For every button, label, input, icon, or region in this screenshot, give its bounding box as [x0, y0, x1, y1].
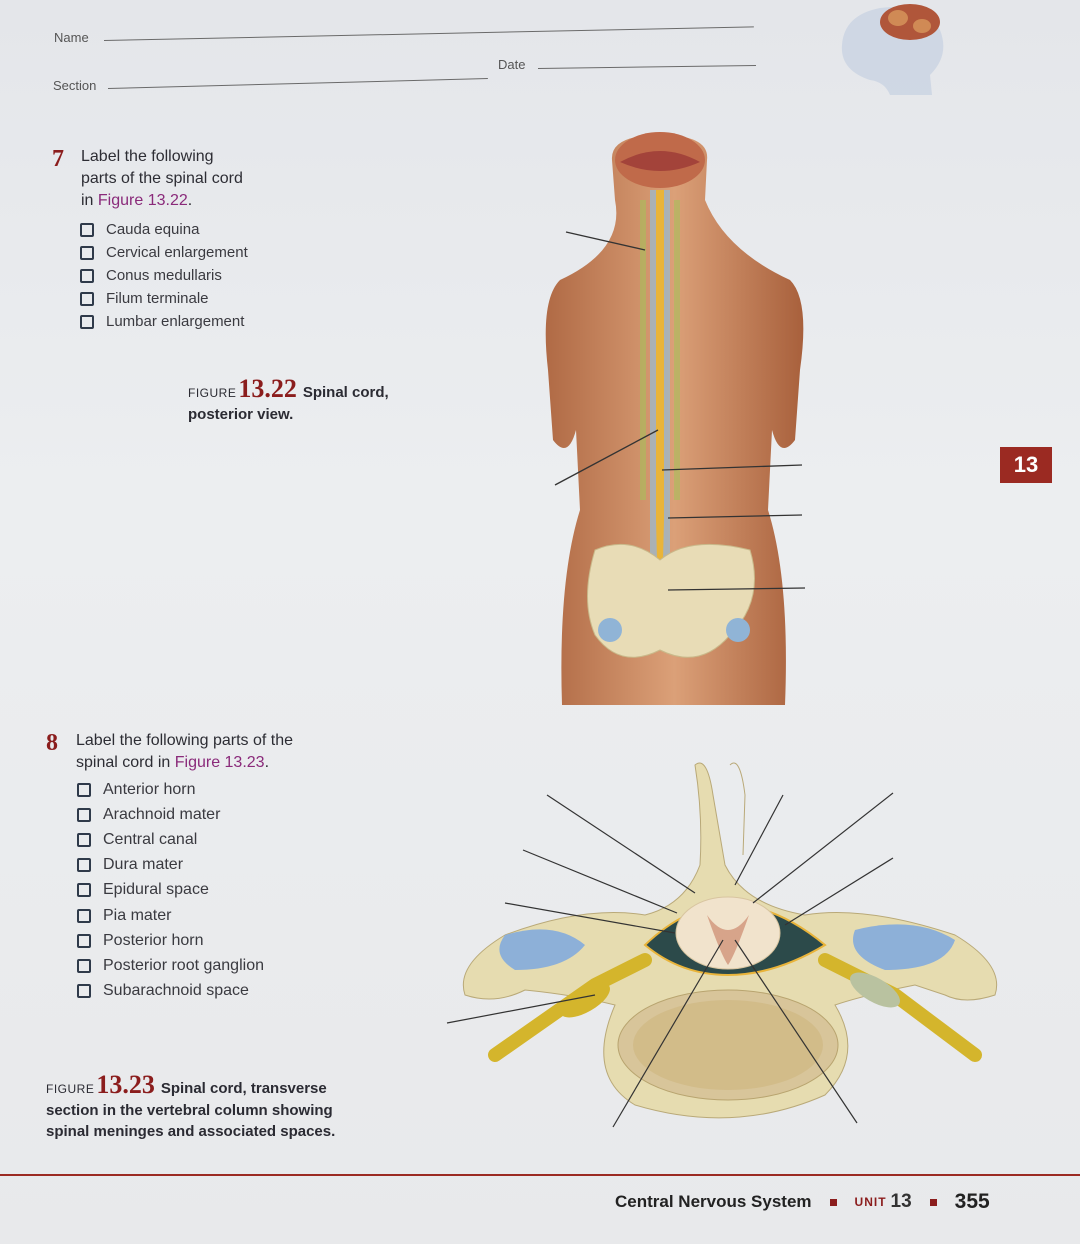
list-item[interactable]: Epidural space — [77, 878, 264, 903]
separator-square-icon — [929, 1198, 937, 1206]
head-brain-icon — [841, 4, 944, 95]
checkbox[interactable] — [80, 222, 94, 237]
page-footer: Central Nervous System UNIT 13 355 — [615, 1190, 990, 1214]
list-item[interactable]: Pia mater — [77, 903, 264, 928]
list-item[interactable]: Subarachnoid space — [77, 979, 264, 1004]
checkbox[interactable] — [77, 933, 91, 948]
footer-rule — [0, 1174, 1080, 1176]
list-item[interactable]: Arachnoid mater — [77, 802, 264, 827]
question-8-number: 8 — [46, 730, 58, 756]
list-item[interactable]: Posterior horn — [77, 928, 264, 953]
question-8-prompt-text: Label the following parts of the spinal … — [76, 732, 294, 771]
question-7-prompt: Label the following parts of the spinal … — [81, 148, 243, 209]
checkbox[interactable] — [80, 291, 94, 306]
question-7-prompt-text: Label the following parts of the spinal … — [81, 148, 243, 209]
list-item[interactable]: Posterior root ganglion — [77, 953, 264, 978]
question-7-number: 7 — [52, 146, 64, 172]
section-line[interactable] — [107, 78, 488, 89]
figure-13-22-reference: Figure 13.22 — [97, 192, 188, 209]
checkbox[interactable] — [77, 858, 91, 873]
question-8-checklist: Anterior horn Arachnoid mater Central ca… — [77, 777, 264, 1004]
question-8-prompt: Label the following parts of the spinal … — [76, 732, 294, 771]
checkbox[interactable] — [77, 908, 91, 923]
date-label: Date — [498, 57, 526, 72]
list-item[interactable]: Dura mater — [77, 853, 264, 878]
date-line[interactable] — [537, 64, 756, 69]
list-item[interactable]: Lumbar enlargement — [80, 310, 248, 333]
checkbox[interactable] — [80, 314, 94, 329]
checkbox[interactable] — [77, 958, 91, 973]
checkbox[interactable] — [77, 807, 91, 822]
checkbox[interactable] — [77, 782, 91, 797]
list-item[interactable]: Cauda equina — [80, 218, 248, 241]
checkbox[interactable] — [77, 832, 91, 847]
checkbox[interactable] — [77, 883, 91, 898]
figure-13-23-illustration — [446, 762, 998, 1128]
checkbox[interactable] — [77, 984, 91, 999]
chapter-title: Central Nervous System — [615, 1192, 812, 1211]
figure-13-22-illustration — [545, 132, 806, 705]
figure-13-23-reference: Figure 13.23 — [174, 754, 265, 771]
checkbox[interactable] — [80, 245, 94, 260]
name-line[interactable] — [103, 26, 754, 41]
list-item[interactable]: Filum terminale — [80, 287, 248, 310]
checkbox[interactable] — [80, 268, 94, 283]
unit-tab: 13 — [1000, 447, 1052, 483]
list-item[interactable]: Cervical enlargement — [80, 241, 248, 264]
question-7-checklist: Cauda equina Cervical enlargement Conus … — [80, 218, 248, 333]
list-item[interactable]: Anterior horn — [77, 777, 264, 802]
unit-number: 13 — [890, 1191, 912, 1212]
unit-label: UNIT — [854, 1195, 887, 1209]
name-label: Name — [54, 30, 89, 45]
list-item[interactable]: Central canal — [77, 827, 264, 852]
page-number: 355 — [954, 1190, 990, 1213]
separator-square-icon — [829, 1198, 837, 1206]
list-item[interactable]: Conus medullaris — [80, 264, 248, 287]
section-label: Section — [53, 78, 97, 93]
